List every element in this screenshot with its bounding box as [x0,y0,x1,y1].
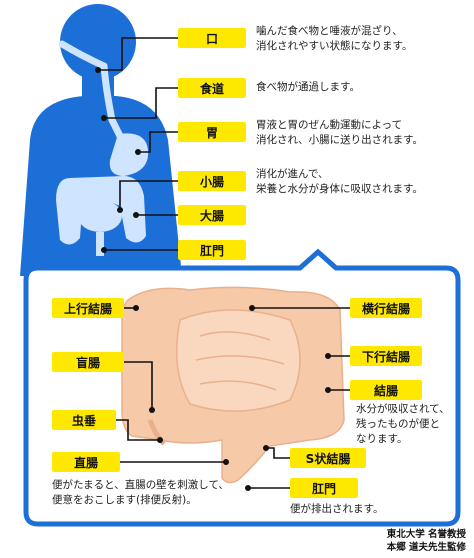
intestine-illustration [121,286,345,484]
desc-stomach: 胃液と胃のぜん動運動によって消化され、小腸に送り出されます。 [256,119,424,146]
label-esophagus: 食道 [178,78,246,98]
label-anus-upper: 肛門 [178,240,246,260]
label-stomach: 胃 [178,122,246,142]
desc-mouth: 噛んだ食べ物と唾液が混ざり、消化されやすい状態になります。 [256,25,413,52]
credit: 東北大学 名誉教授本郷 道夫先生監修 [386,529,466,553]
label-small-intestine: 小腸 [178,171,246,191]
desc-anus: 便が排出されます。 [290,503,384,515]
label-appendix: 虫垂 [52,410,116,430]
label-transverse-colon: 横行結腸 [350,298,422,318]
label-colon: 結腸 [350,380,422,400]
desc-rectum: 便がたまると、直腸の壁を刺激して、便意をおこします(排便反射)。 [52,479,229,506]
label-mouth: 口 [178,28,246,48]
label-rectum: 直腸 [52,452,120,472]
label-anus-lower: 肛門 [290,478,358,498]
label-descending-colon: 下行結腸 [350,346,422,366]
label-cecum: 盲腸 [52,352,124,372]
label-large-intestine: 大腸 [178,205,246,225]
desc-colon: 水分が吸収されて、残ったものが便となります。 [356,403,450,445]
desc-esophagus: 食べ物が通過します。 [256,81,360,93]
label-ascending-colon: 上行結腸 [52,298,124,318]
desc-small-intestine: 消化が進んで、栄養と水分が身体に吸収されます。 [256,168,423,195]
label-sigmoid-colon: S状結腸 [290,448,366,468]
